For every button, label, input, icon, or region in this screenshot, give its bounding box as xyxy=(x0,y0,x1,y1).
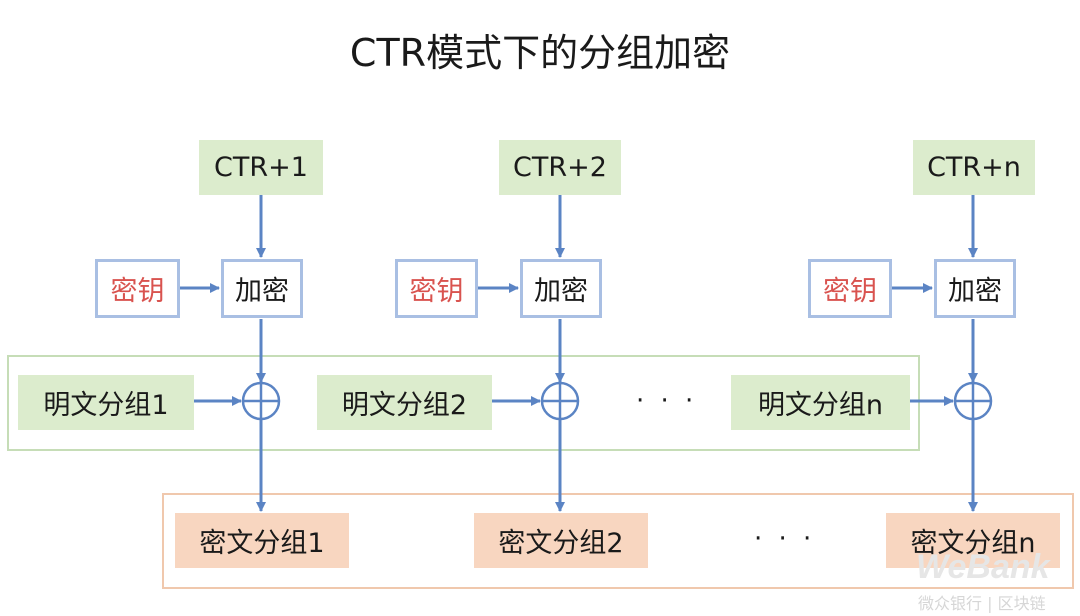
plaintext-block-2: 明文分组2 xyxy=(317,375,492,430)
plaintext-block-1: 明文分组1 xyxy=(18,375,194,430)
counter-box-1: CTR+1 xyxy=(199,140,323,195)
ciphertext-ellipsis: · · · xyxy=(754,524,816,554)
plaintext-region xyxy=(7,355,920,451)
xor-icon-n xyxy=(953,381,993,421)
xor-icon-1 xyxy=(241,381,281,421)
ciphertext-block-1: 密文分组1 xyxy=(175,513,349,568)
counter-box-2: CTR+2 xyxy=(499,140,621,195)
encrypt-box-n: 加密 xyxy=(934,259,1016,318)
ciphertext-block-n: 密文分组n xyxy=(886,513,1060,568)
plaintext-ellipsis: · · · xyxy=(636,386,698,416)
plaintext-block-n: 明文分组n xyxy=(731,375,910,430)
webank-watermark-logo: WeBank xyxy=(916,548,1050,586)
ciphertext-region xyxy=(162,493,1074,589)
key-box-2: 密钥 xyxy=(395,259,478,318)
key-box-1: 密钥 xyxy=(95,259,180,318)
webank-watermark-subtitle: 微众银行 | 区块链 xyxy=(918,594,1046,613)
encrypt-box-1: 加密 xyxy=(221,259,303,318)
counter-box-n: CTR+n xyxy=(913,140,1035,195)
key-box-n: 密钥 xyxy=(808,259,892,318)
diagram-title: CTR模式下的分组加密 xyxy=(349,31,731,75)
xor-icon-2 xyxy=(540,381,580,421)
ciphertext-block-2: 密文分组2 xyxy=(474,513,648,568)
encrypt-box-2: 加密 xyxy=(520,259,602,318)
